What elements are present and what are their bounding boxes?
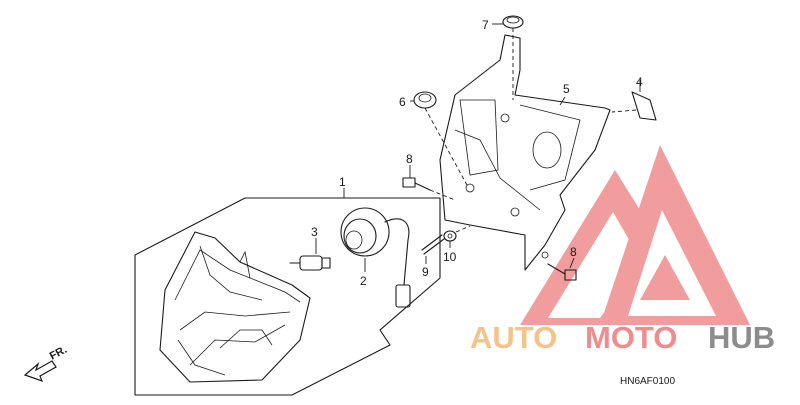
watermark-text-hub: HUB <box>708 320 775 355</box>
watermark-text: AUTO MOTO HUB <box>470 320 775 355</box>
front-direction-label: FR. <box>48 344 69 363</box>
callout-2: 2 <box>360 274 367 288</box>
callout-8-right: 8 <box>570 245 577 259</box>
clip-4 <box>611 80 657 121</box>
callout-9: 9 <box>422 265 429 279</box>
diagram-code: HN6AF0100 <box>620 376 675 387</box>
headlight-bracket <box>439 34 611 271</box>
front-direction-arrow: FR. <box>23 344 69 383</box>
washer-10 <box>443 225 471 248</box>
bolt-8-left <box>402 165 456 201</box>
bolt-8-right <box>547 257 577 281</box>
headlight-assembly <box>134 197 441 396</box>
socket <box>340 207 411 308</box>
callout-1: 1 <box>339 175 346 189</box>
watermark-text-auto: AUTO <box>470 320 557 355</box>
callout-8-left: 8 <box>406 152 413 166</box>
watermark-logo <box>520 145 750 325</box>
callout-7: 7 <box>482 18 489 32</box>
watermark-text-moto: MOTO <box>585 320 677 355</box>
callout-6: 6 <box>399 95 406 109</box>
callout-4: 4 <box>636 75 643 89</box>
grommet-6 <box>410 91 468 186</box>
leader-5 <box>559 96 566 106</box>
callout-3: 3 <box>311 225 318 239</box>
grommet-7 <box>492 15 524 100</box>
screw-9 <box>421 234 445 264</box>
callout-10: 10 <box>443 250 457 264</box>
bulb <box>289 238 331 271</box>
callout-5: 5 <box>563 82 570 96</box>
